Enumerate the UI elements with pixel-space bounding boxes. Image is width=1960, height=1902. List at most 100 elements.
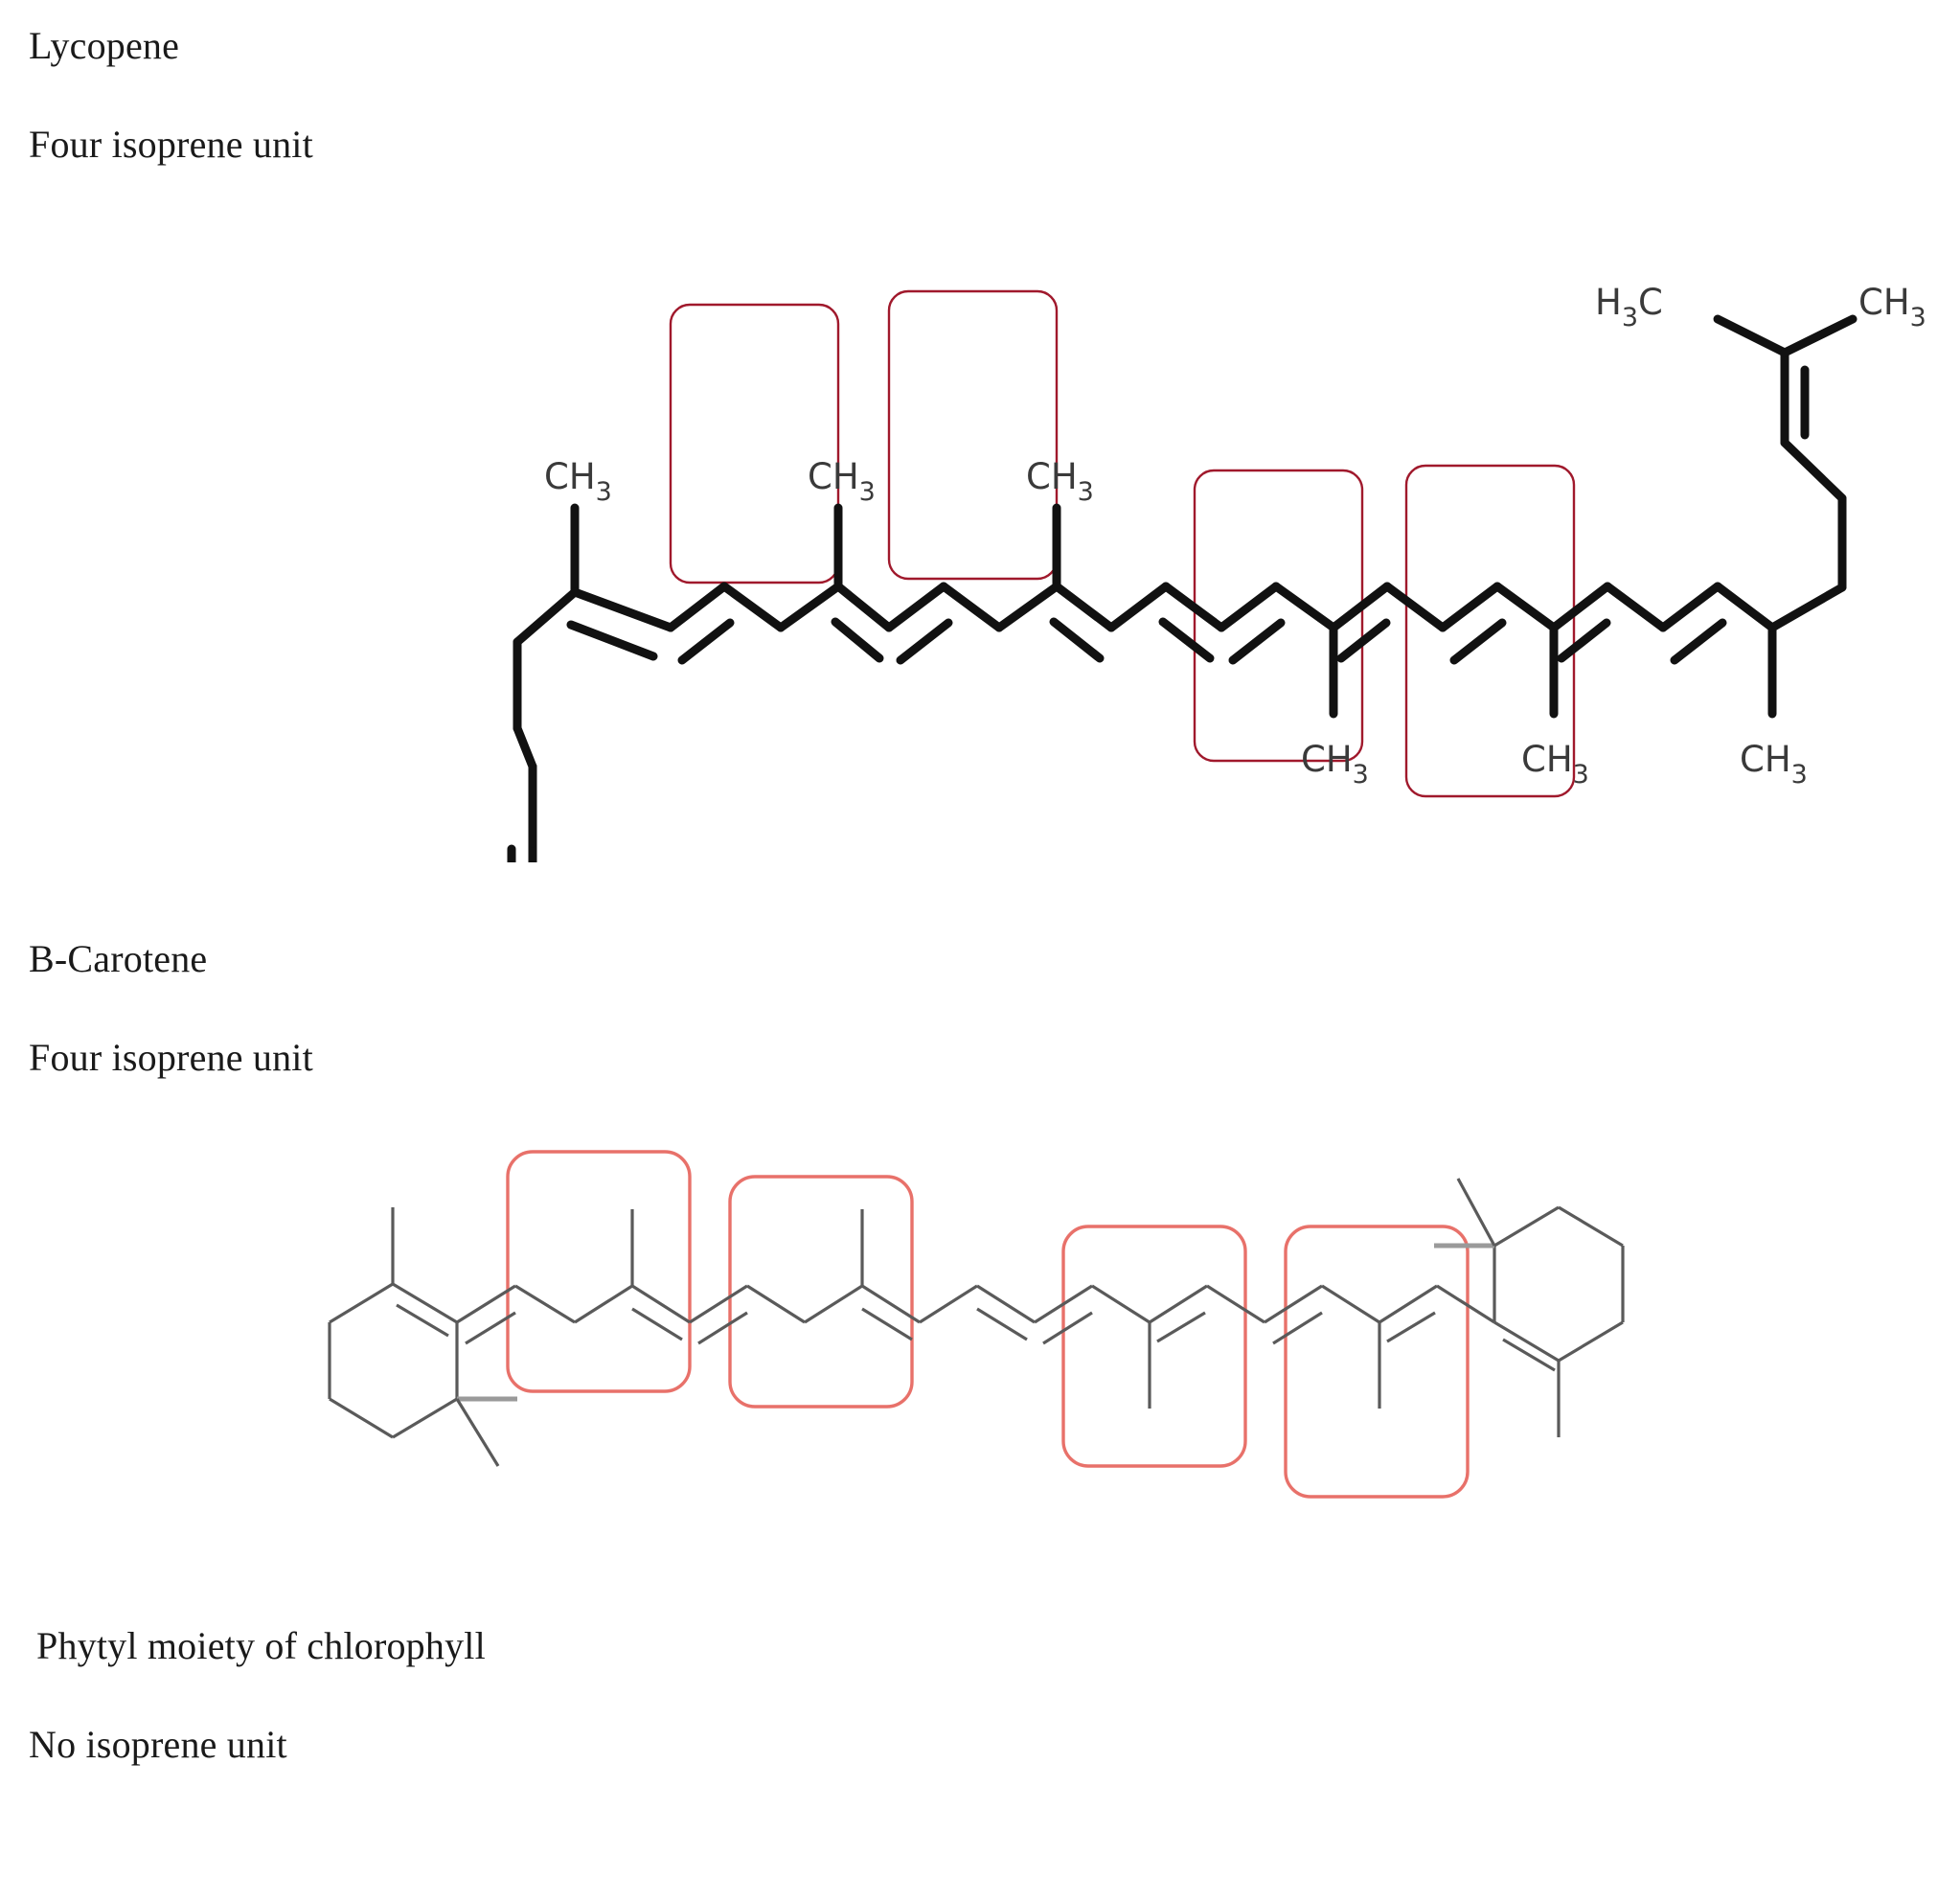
bond-a1	[570, 587, 675, 632]
car-bond-8	[861, 1284, 921, 1324]
bond-c1	[666, 582, 729, 632]
ch3-label-bottom-1: CH3	[1301, 739, 1369, 790]
ring-left-c	[329, 1397, 394, 1439]
car-bond-1	[456, 1284, 516, 1324]
h3c-label-right: H3C	[1595, 282, 1663, 332]
ring-right-double	[1502, 1338, 1556, 1372]
bond-c15	[1438, 582, 1502, 632]
car-bond-10	[976, 1284, 1036, 1324]
carotene-bond-skeleton	[328, 1178, 1625, 1467]
bond-c15-inner	[1449, 618, 1507, 665]
carotene-subtitle: Four isoprene unit	[29, 1036, 313, 1079]
ring-left-a	[329, 1282, 394, 1324]
bond-c12	[1271, 582, 1338, 632]
car-bond-18	[1436, 1284, 1495, 1324]
bond-c9	[1106, 582, 1171, 632]
ch3-label-right: CH3	[1858, 282, 1926, 332]
isoprene-box-2	[887, 289, 1059, 581]
carotene-isoprene-box-2	[728, 1175, 914, 1409]
carotene-isoprene-box-3	[1061, 1225, 1247, 1468]
car-bond-5	[689, 1284, 748, 1324]
ch3-label-top-1: CH3	[544, 456, 612, 507]
ring-left-gem-methyl-d	[455, 1398, 500, 1467]
bond-a1-inner	[566, 620, 658, 661]
ch3-label-top-3: CH3	[1026, 456, 1094, 507]
car-bond-3	[574, 1284, 633, 1324]
car-bond-1-inner	[465, 1311, 516, 1345]
phytyl-title: Phytyl moiety of chlorophyll	[36, 1624, 486, 1667]
bond-c13	[1329, 582, 1392, 632]
lycopene-atom-labels: CH3 CH3 CH3 CH3 CH3 CH3 H3C CH3 H3C CH3	[400, 282, 1926, 991]
bond-c3	[776, 582, 843, 632]
bond-c18	[1603, 582, 1668, 632]
bond-c2	[719, 582, 786, 632]
ring-left-double	[396, 1303, 449, 1338]
lycopene-structure-diagram: CH3 CH3 CH3 CH3 CH3 CH3 H3C CH3 H3C CH3	[0, 192, 1960, 991]
bond-c4-inner	[831, 617, 884, 663]
car-bond-11	[1034, 1284, 1093, 1324]
bond-c5-inner	[896, 618, 953, 665]
car-bond-5-inner	[697, 1311, 748, 1345]
ring-left-d	[392, 1397, 458, 1439]
bond-c13-inner	[1336, 618, 1391, 663]
bond-c14	[1382, 582, 1447, 632]
bond-c17-inner	[1557, 618, 1611, 663]
bond-l4	[513, 723, 537, 771]
car-bond-4	[631, 1284, 691, 1324]
lycopene-bond-skeleton	[461, 314, 1857, 963]
car-bond-15-inner	[1272, 1311, 1323, 1345]
isoprene-box-3	[1193, 469, 1364, 763]
bond-c11	[1217, 582, 1281, 632]
ch3-label-bottom-2: CH3	[1521, 739, 1589, 790]
bond-c10	[1161, 582, 1226, 632]
car-bond-12	[1091, 1284, 1151, 1324]
carotene-isoprene-box-4	[1284, 1225, 1470, 1499]
bond-c11-inner	[1228, 618, 1286, 665]
bond-r5	[1713, 314, 1789, 357]
car-bond-11-inner	[1042, 1311, 1093, 1345]
car-bond-15	[1264, 1284, 1323, 1324]
car-bond-13	[1149, 1284, 1208, 1324]
ch3-label-bottom-3: CH3	[1740, 739, 1808, 790]
car-bond-4-inner	[631, 1307, 683, 1341]
bond-c19	[1658, 582, 1722, 632]
lycopene-title: Lycopene	[29, 24, 180, 67]
ring-left-f	[392, 1282, 458, 1324]
car-bond-14	[1206, 1284, 1265, 1324]
bond-r3	[1780, 438, 1847, 503]
car-bond-6	[746, 1284, 806, 1324]
bond-c5	[884, 582, 948, 632]
car-bond-2	[514, 1284, 576, 1324]
bond-c20	[1713, 582, 1777, 632]
car-bond-8-inner	[861, 1307, 913, 1341]
ring-right-b	[1493, 1205, 1560, 1248]
ring-right-gem-methyl-u	[1456, 1178, 1496, 1247]
bond-c8-inner	[1049, 617, 1105, 663]
phytyl-subtitle: No isoprene unit	[29, 1723, 287, 1766]
car-bond-7	[804, 1284, 863, 1324]
bond-c6	[939, 582, 1004, 632]
ring-right-c	[1558, 1205, 1624, 1248]
lycopene-isoprene-highlight-boxes	[669, 289, 1576, 798]
carotene-isoprene-box-1	[506, 1150, 692, 1393]
car-bond-9	[919, 1284, 978, 1324]
bond-r1	[1767, 583, 1847, 632]
isoprene-box-1	[669, 303, 840, 584]
bond-c16	[1493, 582, 1559, 632]
car-bond-16	[1321, 1284, 1380, 1324]
ch3-label-top-2: CH3	[808, 456, 876, 507]
bond-c4	[833, 582, 894, 632]
bond-c17	[1549, 582, 1612, 632]
car-bond-13-inner	[1156, 1311, 1206, 1343]
car-bond-17	[1379, 1284, 1438, 1324]
bond-l6	[513, 587, 580, 647]
ring-right-f	[1493, 1320, 1560, 1363]
lycopene-subtitle: Four isoprene unit	[29, 123, 313, 166]
bond-c7	[994, 582, 1061, 632]
bond-c10-inner	[1158, 617, 1215, 663]
ring-right-e	[1558, 1320, 1624, 1363]
bond-c19-inner	[1670, 618, 1727, 665]
carotene-structure-diagram	[0, 1131, 1960, 1533]
car-bond-17-inner	[1386, 1311, 1436, 1343]
car-bond-10-inner	[976, 1307, 1028, 1341]
